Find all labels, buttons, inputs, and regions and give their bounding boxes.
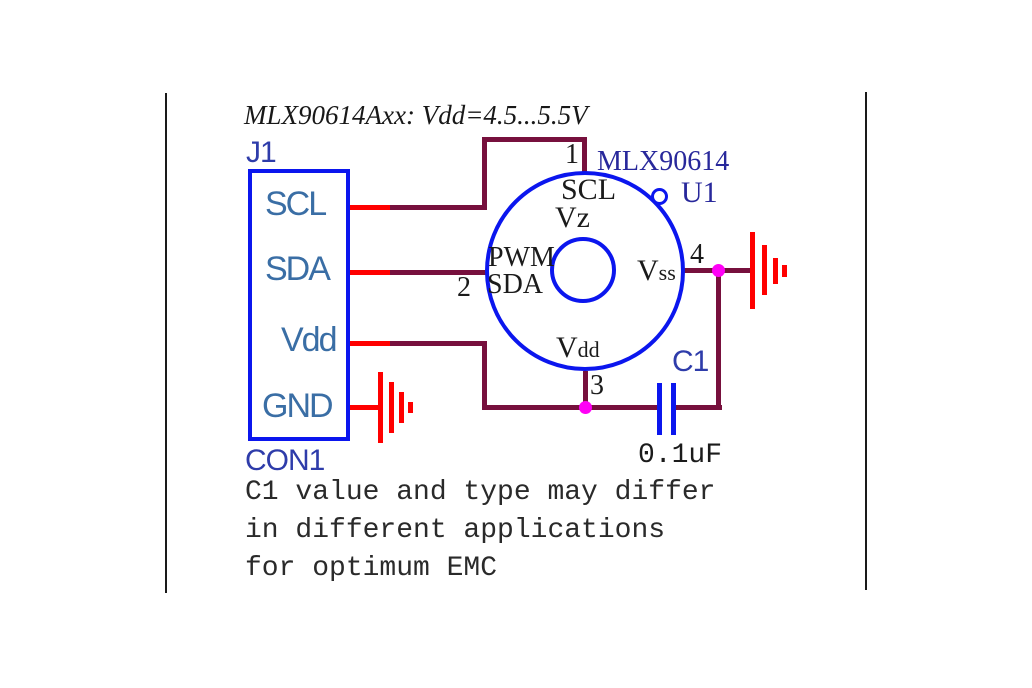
connector-pin-label-scl: SCL [265, 185, 327, 223]
ground-bar [408, 402, 413, 413]
capacitor-value: 0.1uF [638, 440, 723, 471]
connector-pin-label-sda: SDA [265, 250, 331, 288]
sensor-label-vdd: Vdd [556, 333, 600, 363]
wire-vdd-vertical [482, 341, 487, 410]
schematic-title: MLX90614Axx: Vdd=4.5...5.5V [244, 100, 588, 130]
wire-bottom-horizontal [482, 405, 660, 410]
pin-number-2: 2 [457, 272, 471, 303]
ground-bar [399, 392, 404, 423]
wire-scl-vertical [482, 137, 487, 210]
sensor-designator: U1 [681, 176, 718, 209]
wire-right-vertical [716, 270, 721, 410]
ground-bar [750, 232, 755, 309]
connector-body [248, 169, 350, 441]
pin-stub-scl [350, 205, 392, 210]
capacitor-plate-left [657, 383, 662, 435]
wire-scl-horizontal [390, 205, 486, 210]
sensor-tab-marker [651, 188, 668, 205]
connector-designator: J1 [246, 136, 277, 169]
sensor-label-vz: Vz [555, 201, 590, 234]
ground-bar [762, 245, 767, 295]
pin-number-3: 3 [590, 370, 604, 401]
pin-number-4: 4 [690, 239, 704, 270]
wire-pin3-drop [583, 371, 588, 408]
ground-bar [773, 258, 778, 284]
vdd-base: V [556, 331, 578, 364]
junction-dot-vss [712, 264, 725, 277]
sensor-body-circle [485, 171, 685, 371]
connector-pin-label-gnd: GND [262, 387, 334, 425]
sensor-part-number: MLX90614 [597, 146, 730, 177]
pin-stub-sda [350, 270, 392, 275]
note-line-2: in different applications [245, 515, 666, 546]
wire-sda-horizontal [390, 270, 487, 275]
ground-bar [378, 372, 383, 443]
connector-pin-label-vdd: Vdd [281, 321, 337, 359]
pin-number-1: 1 [565, 139, 579, 170]
sensor-label-pwm: PWM [488, 242, 555, 273]
wire-scl-top [482, 137, 587, 142]
junction-dot-vdd [579, 401, 592, 414]
vdd-sub: dd [577, 337, 600, 362]
wire-cap-to-right [675, 405, 722, 410]
ground-bar [389, 382, 394, 433]
pin-stub-gnd [350, 405, 380, 410]
vss-base: V [637, 254, 659, 287]
sensor-inner-circle [550, 237, 616, 303]
note-text: C1 value and type may differ in differen… [245, 477, 715, 591]
sensor-label-scl: SCL [561, 173, 617, 206]
connector-part-number: CON1 [245, 444, 325, 477]
wire-vdd-horizontal [390, 341, 486, 346]
capacitor-designator: C1 [672, 345, 709, 378]
sensor-label-vss: Vss [637, 256, 676, 286]
wire-pin1-drop [582, 137, 587, 173]
ground-symbol-left [378, 372, 418, 447]
sensor-label-sda: SDA [487, 269, 544, 300]
page-border-right [865, 92, 867, 590]
page-border-left [165, 93, 167, 593]
ground-symbol-right [750, 232, 790, 312]
ground-bar [782, 265, 787, 277]
vss-sub: ss [658, 260, 676, 285]
note-line-3: for optimum EMC [245, 553, 498, 584]
capacitor-plate-right [671, 383, 676, 435]
pin-stub-vdd [350, 341, 392, 346]
note-line-1: C1 value and type may differ [245, 477, 716, 508]
